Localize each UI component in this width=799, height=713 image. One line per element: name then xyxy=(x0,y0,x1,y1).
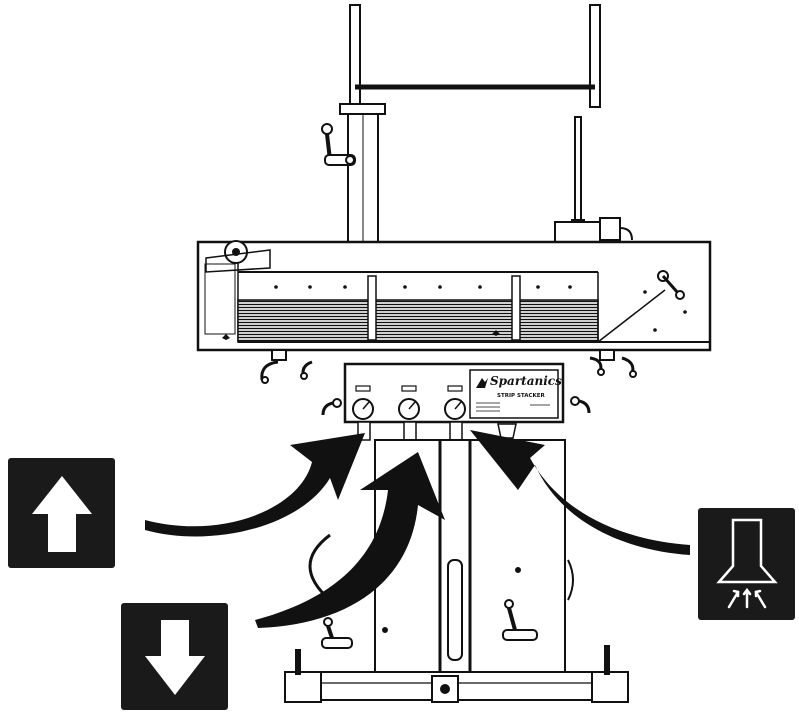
column-clamp-handle xyxy=(321,123,356,166)
flow-arrow-right xyxy=(470,430,690,555)
table-body xyxy=(196,240,712,352)
pressure-gauge xyxy=(444,398,466,420)
model-name: STRIP STACKER xyxy=(497,393,546,399)
lower-cabinet xyxy=(308,439,574,679)
top-frame xyxy=(339,4,601,115)
brand-name: Spartanics xyxy=(490,374,562,388)
flow-arrow-left xyxy=(145,433,365,537)
down-arrow-icon xyxy=(121,603,228,710)
brand-logo-icon xyxy=(476,378,488,388)
air-flow-arrows xyxy=(145,430,690,628)
table-adjusters xyxy=(260,349,637,384)
pressure-gauge xyxy=(398,398,420,420)
up-arrow-icon xyxy=(8,458,115,568)
vacuum-suction-icon xyxy=(698,508,795,620)
control-box: Spartanics STRIP STACKER xyxy=(321,362,591,424)
pressure-gauge xyxy=(352,398,374,420)
flow-arrow-lower-left xyxy=(255,452,445,628)
base-frame xyxy=(284,645,629,703)
air-fittings xyxy=(357,421,517,441)
stacked-strips xyxy=(237,299,599,343)
